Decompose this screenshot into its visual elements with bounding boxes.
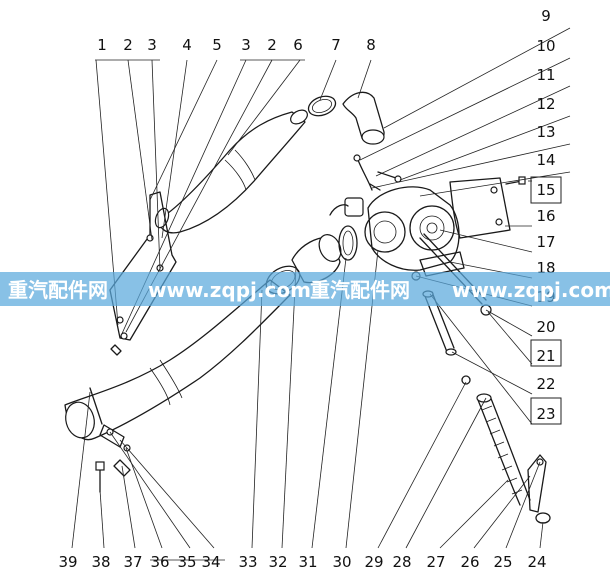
part-number-label: 2 bbox=[267, 36, 277, 54]
part-number-label: 15 bbox=[536, 181, 555, 199]
watermark-text: 重汽配件网 bbox=[310, 278, 410, 302]
part-number-label: 13 bbox=[536, 123, 555, 141]
part-number-label: 39 bbox=[58, 553, 77, 571]
part-number-label: 3 bbox=[241, 36, 251, 54]
part-number-label: 37 bbox=[123, 553, 142, 571]
part-number-label: 32 bbox=[268, 553, 287, 571]
watermark-text: www.zqpj.com bbox=[452, 278, 610, 302]
heat-shield bbox=[449, 177, 511, 239]
part-number-label: 28 bbox=[392, 553, 411, 571]
part-number-label: 36 bbox=[150, 553, 169, 571]
hose-clamp-7 bbox=[307, 95, 337, 117]
part-number-label: 38 bbox=[91, 553, 110, 571]
part-number-label: 7 bbox=[331, 36, 341, 54]
part-number-label: 30 bbox=[332, 553, 351, 571]
clamp-ring-31 bbox=[338, 225, 358, 261]
bolts-36-39 bbox=[89, 387, 131, 493]
hose-clip-24 bbox=[535, 512, 551, 524]
right-part-labels: 91011121314151617181920212223 bbox=[536, 7, 555, 423]
part-number-label: 24 bbox=[527, 553, 546, 571]
part-number-label: 14 bbox=[536, 151, 555, 169]
part-number-label: 17 bbox=[536, 233, 555, 251]
part-number-label: 22 bbox=[536, 375, 555, 393]
watermark-text: 重汽配件网 bbox=[8, 278, 108, 302]
part-number-label: 29 bbox=[364, 553, 383, 571]
part-number-label: 33 bbox=[238, 553, 257, 571]
hose-bracket-25 bbox=[527, 454, 547, 513]
part-number-label: 16 bbox=[536, 207, 555, 225]
part-number-label: 6 bbox=[293, 36, 303, 54]
part-number-label: 10 bbox=[536, 37, 555, 55]
part-number-label: 26 bbox=[460, 553, 479, 571]
part-number-label: 35 bbox=[177, 553, 196, 571]
part-number-label: 3 bbox=[147, 36, 157, 54]
part-number-label: 4 bbox=[182, 36, 192, 54]
lower-intake-pipe bbox=[64, 279, 291, 441]
oil-feed-pipe bbox=[353, 154, 402, 191]
bottom-part-labels: 39 38 37 36 35 34 33 32 31 30 29 28 27 26 25 24 bbox=[58, 553, 546, 571]
label-boxes bbox=[530, 176, 562, 425]
part-number-label: 2 bbox=[123, 36, 133, 54]
part-number-label: 20 bbox=[536, 318, 555, 336]
part-number-label: 5 bbox=[212, 36, 222, 54]
part-number-label: 9 bbox=[541, 7, 551, 25]
part-number-label: 21 bbox=[536, 347, 555, 365]
part-number-label: 34 bbox=[201, 553, 220, 571]
part-number-label: 25 bbox=[493, 553, 512, 571]
part-number-label: 1 bbox=[97, 36, 107, 54]
part-number-label: 23 bbox=[536, 405, 555, 423]
part-number-label: 11 bbox=[536, 66, 555, 84]
part-number-label: 12 bbox=[536, 95, 555, 113]
part-number-label: 27 bbox=[426, 553, 445, 571]
part-number-label: 8 bbox=[366, 36, 376, 54]
rubber-elbow-hose bbox=[342, 91, 385, 145]
part-number-label: 31 bbox=[298, 553, 317, 571]
watermark-text: www.zqpj.com bbox=[148, 278, 311, 302]
corrugated-hose bbox=[461, 375, 531, 506]
